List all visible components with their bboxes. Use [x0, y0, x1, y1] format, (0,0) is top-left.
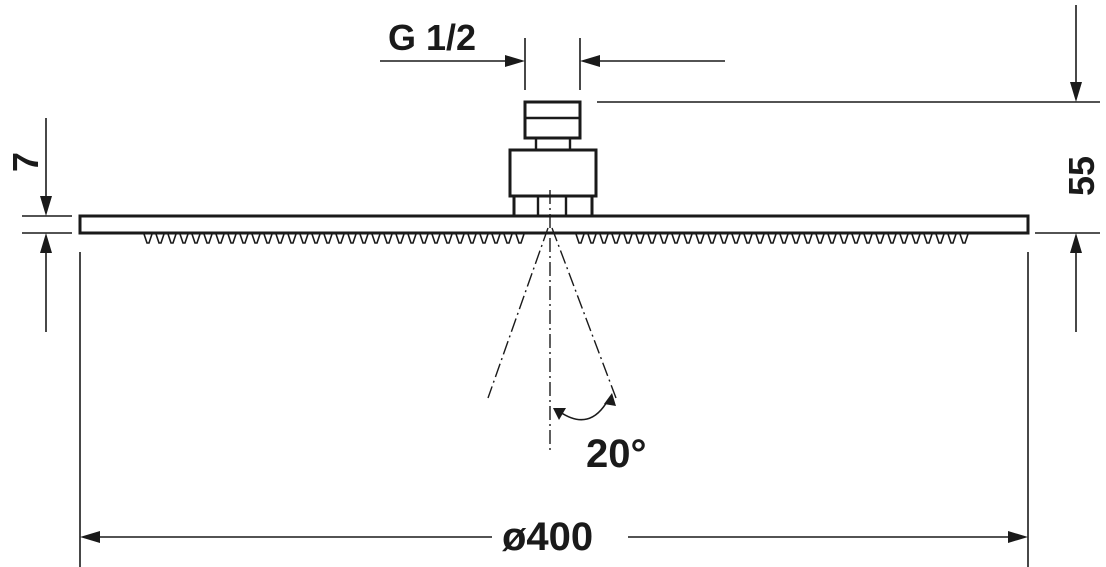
nozzle: [599, 233, 609, 244]
height-label: 55: [1061, 156, 1102, 196]
nozzle: [671, 233, 681, 244]
thread-size-dimension: [380, 38, 725, 90]
nozzle-row: [143, 233, 969, 244]
nozzle: [719, 233, 729, 244]
nozzle: [731, 233, 741, 244]
spray-angle-lines: [487, 190, 617, 452]
nozzle: [683, 233, 693, 244]
nozzle: [575, 233, 585, 244]
nozzle: [887, 233, 897, 244]
nozzle: [923, 233, 933, 244]
nozzle: [611, 233, 621, 244]
nozzle: [179, 233, 189, 244]
nozzle: [419, 233, 429, 244]
nozzle: [791, 233, 801, 244]
nozzle: [143, 233, 153, 244]
nozzle: [911, 233, 921, 244]
nozzle: [359, 233, 369, 244]
nozzle: [467, 233, 477, 244]
nozzle: [455, 233, 465, 244]
nozzle: [695, 233, 705, 244]
nozzle: [659, 233, 669, 244]
nozzle: [503, 233, 513, 244]
nozzle: [491, 233, 501, 244]
nozzle: [839, 233, 849, 244]
nozzle: [767, 233, 777, 244]
nozzle: [191, 233, 201, 244]
shower-plate: [78, 214, 1030, 235]
spray-angle-label: 20°: [586, 432, 647, 476]
nozzle: [743, 233, 753, 244]
height-dimension: [597, 5, 1100, 332]
nozzle: [251, 233, 261, 244]
nozzle: [443, 233, 453, 244]
nozzle: [383, 233, 393, 244]
nozzle: [959, 233, 969, 244]
nozzle: [275, 233, 285, 244]
nozzle: [155, 233, 165, 244]
nozzle: [167, 233, 177, 244]
nozzle: [227, 233, 237, 244]
nozzle: [323, 233, 333, 244]
nozzle: [431, 233, 441, 244]
diameter-label: ø400: [502, 515, 593, 559]
nozzle: [479, 233, 489, 244]
nozzle: [815, 233, 825, 244]
nozzle: [755, 233, 765, 244]
nozzle: [899, 233, 909, 244]
nozzle: [623, 233, 633, 244]
nozzle: [851, 233, 861, 244]
nozzle: [203, 233, 213, 244]
nozzle: [239, 233, 249, 244]
nozzle: [215, 233, 225, 244]
nozzle: [803, 233, 813, 244]
nozzle: [827, 233, 837, 244]
nozzle: [647, 233, 657, 244]
nozzle: [707, 233, 717, 244]
nozzle: [371, 233, 381, 244]
nozzle: [635, 233, 645, 244]
nozzle: [779, 233, 789, 244]
diameter-dimension: [79, 252, 1029, 567]
nozzle: [395, 233, 405, 244]
nozzle: [311, 233, 321, 244]
nozzle: [347, 233, 357, 244]
nozzle: [287, 233, 297, 244]
nozzle: [407, 233, 417, 244]
nozzle: [299, 233, 309, 244]
nozzle: [875, 233, 885, 244]
thread-size-label: G 1/2: [388, 17, 476, 58]
nozzle: [587, 233, 597, 244]
plate-thickness-dimension: [22, 118, 72, 332]
nozzle: [935, 233, 945, 244]
nozzle: [947, 233, 957, 244]
plate-thickness-label: 7: [5, 152, 46, 172]
nozzle: [515, 233, 525, 244]
nozzle: [335, 233, 345, 244]
thread-connector: [508, 100, 598, 218]
nozzle: [863, 233, 873, 244]
nozzle: [263, 233, 273, 244]
